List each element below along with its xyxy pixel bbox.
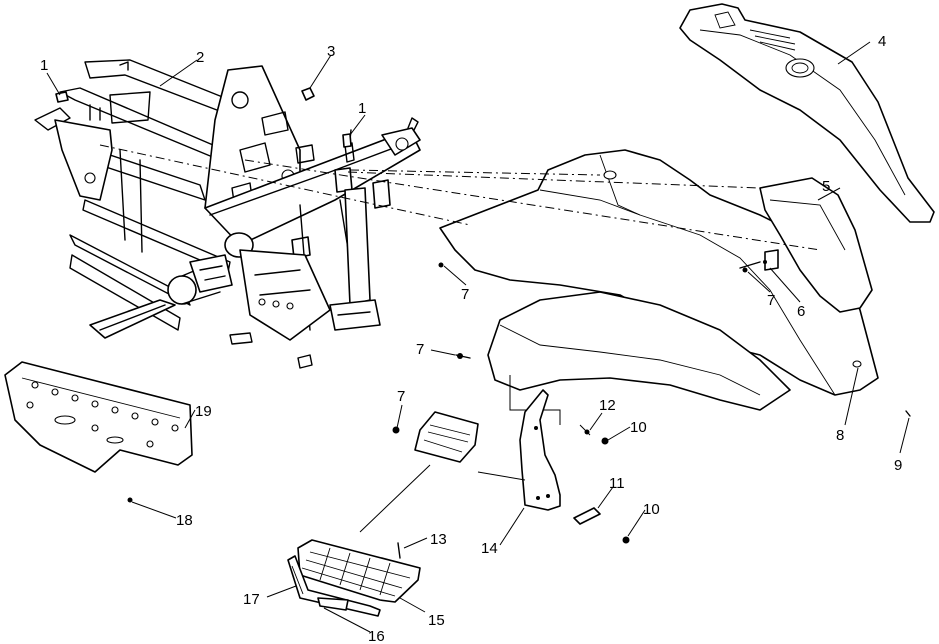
skid-plate-part-19 [4, 361, 193, 473]
callout-15: 15 [428, 612, 445, 629]
callout-7-fender-right: 7 [767, 292, 775, 309]
callout-4: 4 [878, 33, 886, 50]
leader-lines [46, 41, 910, 633]
callout-6: 6 [797, 303, 805, 320]
callout-7-fender-left: 7 [461, 286, 469, 303]
footrest-guard-part-17 [287, 555, 381, 617]
callout-14: 14 [481, 540, 498, 557]
callout-1-frame-right: 1 [358, 100, 366, 117]
callout-7-bracket: 7 [397, 388, 405, 405]
callout-5: 5 [822, 178, 830, 195]
callout-16: 16 [368, 628, 385, 644]
callout-12: 12 [599, 397, 616, 414]
callout-11: 11 [609, 475, 625, 492]
mud-flap-part-14 [519, 389, 561, 511]
callout-10-lower: 10 [643, 501, 660, 518]
callout-19: 19 [195, 403, 212, 420]
callout-3: 3 [327, 43, 335, 60]
frame-assembly [34, 59, 421, 369]
callout-13: 13 [430, 531, 447, 548]
callout-10-upper: 10 [630, 419, 647, 436]
footrest-part-15 [297, 539, 421, 603]
callout-17: 17 [243, 591, 260, 608]
front-cab-body [439, 149, 879, 411]
callout-1-frame-left: 1 [40, 57, 48, 74]
callout-8: 8 [836, 427, 844, 444]
callout-9: 9 [894, 457, 902, 474]
callout-2: 2 [196, 49, 204, 66]
front-rack-part-4 [679, 3, 935, 223]
hardware [55, 87, 911, 559]
callout-labels: 1 2 3 1 4 5 6 7 7 7 7 8 9 12 10 11 10 13… [40, 33, 902, 644]
callout-18: 18 [176, 512, 193, 529]
callout-7-fender-lower: 7 [416, 341, 424, 358]
footrest-bracket [414, 411, 479, 463]
